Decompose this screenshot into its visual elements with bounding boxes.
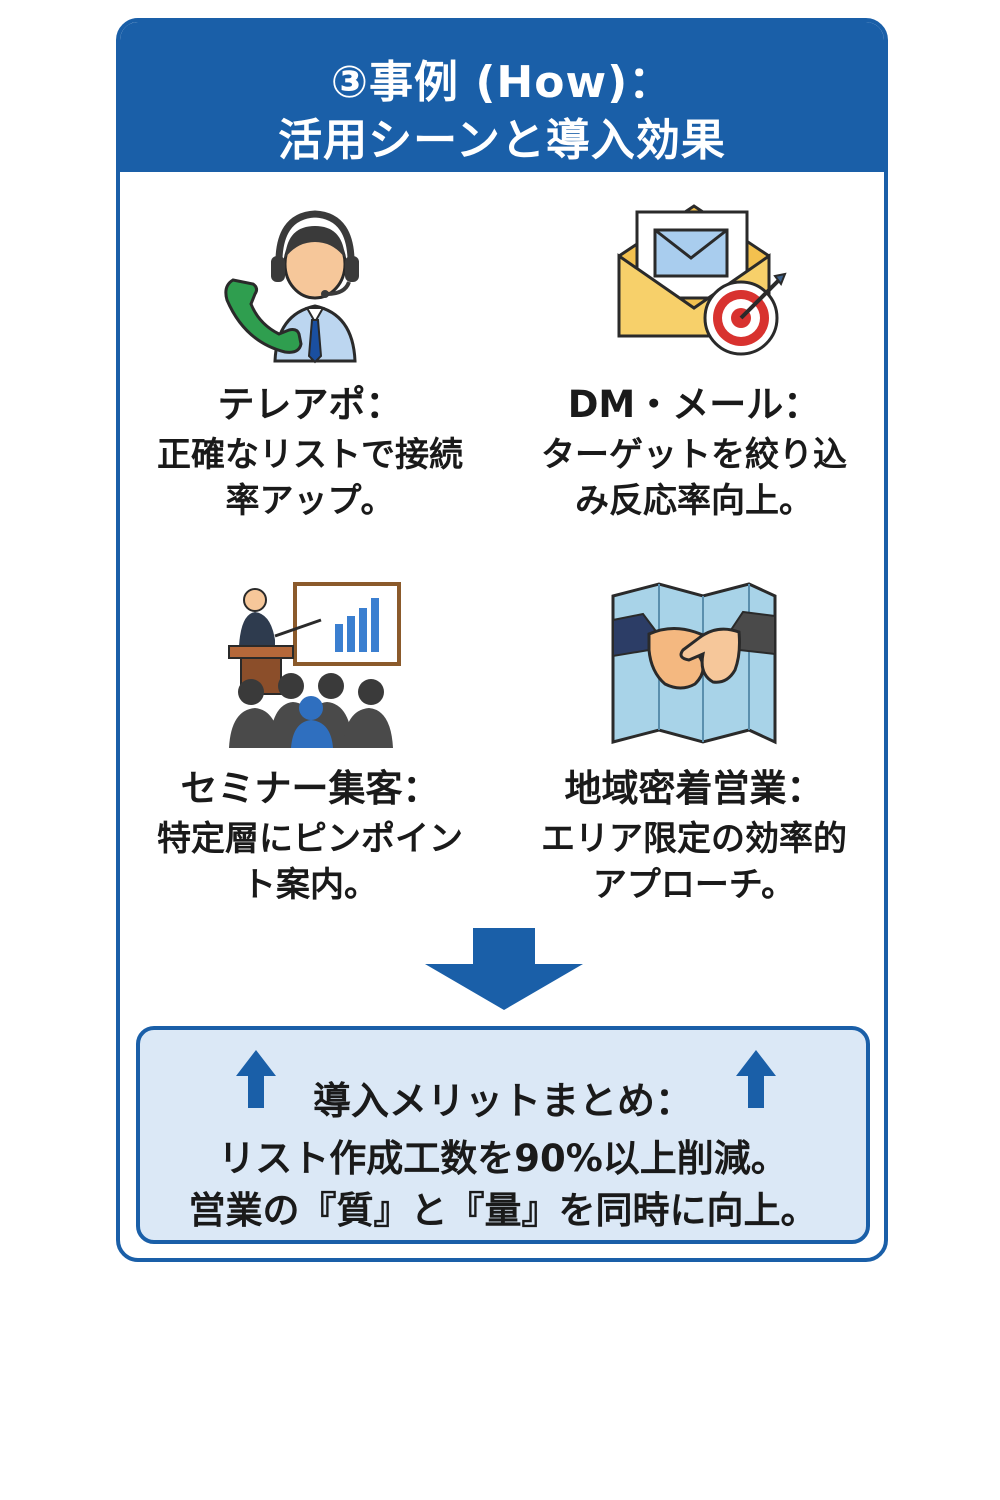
case-seminar: セミナー集客： 特定層にピンポイント案内。 bbox=[120, 580, 500, 908]
summary-box: 導入メリットまとめ： リスト作成工数を90%以上削減。 営業の『質』と『量』を同… bbox=[136, 1026, 870, 1244]
page-subtitle: 活用シーンと導入効果 bbox=[278, 115, 726, 166]
case-description: 正確なリストで接続率アップ。 bbox=[157, 435, 463, 521]
case-title: 地域密着営業： bbox=[564, 767, 824, 810]
case-dm-mail: DM・メール： ターゲットを絞り込み反応率向上。 bbox=[504, 196, 884, 524]
summary-title: 導入メリットまとめ： bbox=[312, 1079, 693, 1123]
arrow-up-icon bbox=[736, 1050, 776, 1108]
case-title: テレアポ： bbox=[217, 383, 403, 426]
summary-line: リスト作成工数を90%以上削減。 bbox=[218, 1137, 788, 1180]
page-title: ③事例 (How)： bbox=[330, 57, 674, 108]
case-description: 特定層にピンポイント案内。 bbox=[157, 819, 463, 905]
case-teleapo: テレアポ： 正確なリストで接続率アップ。 bbox=[120, 196, 500, 524]
summary-line: 営業の『質』と『量』を同時に向上。 bbox=[188, 1189, 818, 1232]
arrow-down-icon bbox=[425, 928, 583, 1010]
mail-target-icon bbox=[617, 204, 787, 356]
case-description: エリア限定の効率的アプローチ。 bbox=[541, 819, 847, 905]
case-regional-sales: 地域密着営業： エリア限定の効率的アプローチ。 bbox=[504, 580, 884, 908]
case-title: セミナー集客： bbox=[180, 767, 440, 810]
call-center-operator-icon bbox=[224, 210, 359, 364]
seminar-presenter-icon bbox=[228, 582, 401, 748]
card-header: ③事例 (How)： 活用シーンと導入効果 bbox=[120, 22, 884, 172]
map-handshake-icon bbox=[611, 582, 777, 745]
case-description: ターゲットを絞り込み反応率向上。 bbox=[541, 435, 847, 521]
arrow-up-icon bbox=[236, 1050, 276, 1108]
case-title: DM・メール： bbox=[567, 383, 821, 426]
